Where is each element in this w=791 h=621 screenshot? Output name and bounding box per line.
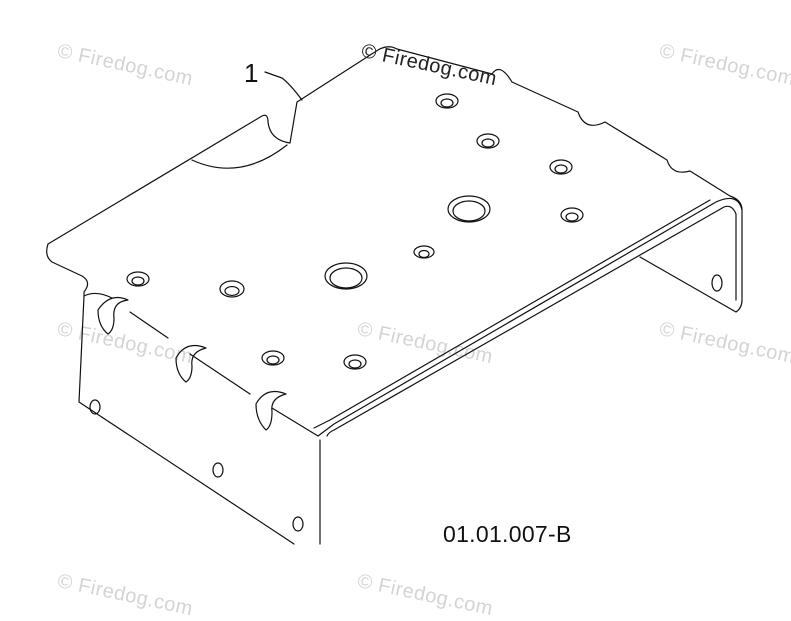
flange-holes — [89, 274, 723, 532]
callout-leader — [264, 71, 303, 101]
part-code-label: 01.01.007-B — [443, 521, 572, 547]
top-plate-notch — [191, 144, 288, 169]
parts-diagram: © Firedog.com © Firedog.com © Firedog.co… — [46, 40, 791, 620]
holes — [126, 93, 584, 370]
bend-slots — [97, 297, 287, 431]
bracket-drawing — [46, 46, 743, 545]
bend-line — [313, 199, 711, 429]
top-plate-outline — [47, 46, 743, 245]
right-flange — [317, 197, 743, 545]
front-flange — [78, 292, 319, 545]
callout-number: 1 — [244, 58, 259, 88]
top-plate-front-edge — [46, 243, 89, 297]
